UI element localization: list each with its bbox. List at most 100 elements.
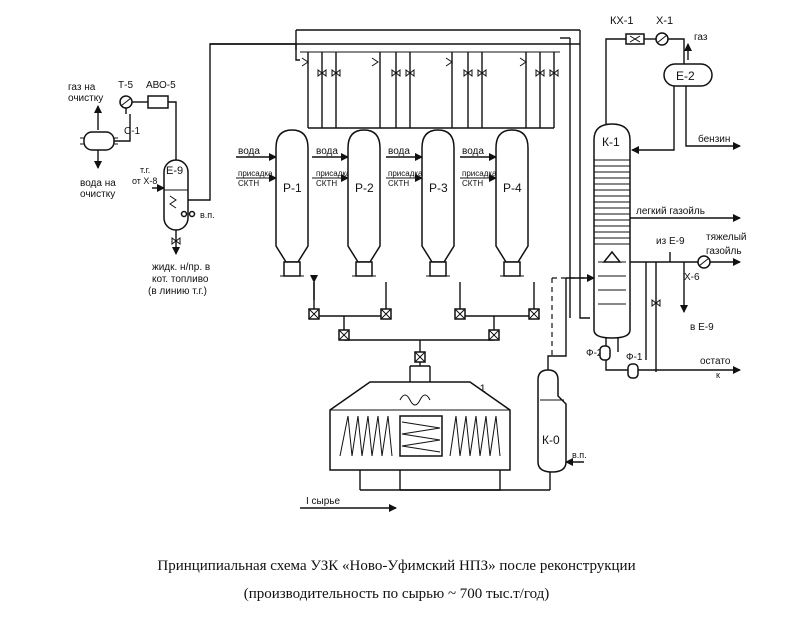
- gas-to-treatment-label-2: очистку: [68, 93, 103, 104]
- gas-to-treatment-label-1: газ на: [68, 82, 96, 93]
- valve-r1-b-icon: [331, 69, 341, 77]
- kx1-label: КХ-1: [610, 15, 634, 27]
- liquid-fuel-label-3: (в линию т.г.): [148, 286, 207, 297]
- r4-water-label: вода: [462, 146, 484, 157]
- tg-label: т.г.: [140, 165, 150, 175]
- vessel-e2: [663, 63, 713, 87]
- r1-additive-label: присадка: [238, 169, 273, 178]
- furnace-left-coil-icon: [339, 415, 393, 457]
- r1-label: Р-1: [283, 181, 302, 195]
- r2-additive-label: присадка: [316, 169, 351, 178]
- furnace-convection-section: [399, 415, 443, 457]
- filter-f2: [599, 345, 611, 361]
- column-k0-group: К-0 в.п.: [537, 278, 587, 473]
- liquid-fuel-label-1: жидк. н/пр. в: [152, 262, 210, 273]
- valve-r3-a-icon: [463, 69, 473, 77]
- residue-label-1: остато: [700, 356, 731, 367]
- reactor-valves-r1: [301, 52, 341, 128]
- vessel-e9-group: т.г. от Х-8 Е-9 в.п. жидк. н/пр. в кот. …: [132, 43, 296, 297]
- caption-subtitle: (производительность по сырью ~ 700 тыс.т…: [243, 586, 550, 602]
- e2-label: Е-2: [676, 69, 695, 83]
- from-e9-label: из Е-9: [656, 236, 685, 247]
- vp-k0-label: в.п.: [572, 450, 587, 460]
- air-cooler-avo5: [147, 95, 169, 109]
- furnace-crossover-icon: [399, 394, 431, 406]
- r4-additive-label: присадка: [462, 169, 497, 178]
- gas-label: газ: [694, 32, 708, 43]
- reactor-r2-group: вода присадка СКТН Р-2: [312, 129, 381, 277]
- water-to-treatment-label-2: очистку: [80, 189, 115, 200]
- k1-trays: [594, 159, 630, 305]
- check-valve-r3-icon: [445, 57, 453, 67]
- column-k1: [593, 123, 631, 339]
- k1-label: К-1: [602, 135, 620, 149]
- separator-c1-group: газ на очистку С-1 вода на очистку: [68, 82, 141, 200]
- reactor-r1-bottom: [283, 261, 301, 277]
- r2-water-label: вода: [316, 146, 338, 157]
- r4-label: Р-4: [503, 181, 522, 195]
- check-valve-r1-icon: [301, 57, 309, 67]
- feed-manifold: [308, 275, 540, 400]
- from-x8-label: от Х-8: [132, 176, 157, 186]
- r4-sktn-label: СКТН: [462, 179, 483, 188]
- r1-water-label: вода: [238, 146, 260, 157]
- r1-sktn-label: СКТН: [238, 179, 259, 188]
- reactor-r4-group: вода присадка СКТН Р-4: [460, 129, 529, 277]
- reactor-valves-r4: [519, 52, 559, 128]
- to-e9-label: в Е-9: [690, 322, 714, 333]
- water-to-treatment-label-1: вода на: [80, 178, 116, 189]
- reactor-r2: [347, 129, 381, 263]
- x6-label: Х-6: [684, 272, 700, 283]
- valve-e9-bottom-icon: [171, 237, 181, 245]
- e9-label: Е-9: [166, 165, 183, 177]
- column-k0: [537, 369, 567, 473]
- air-cooler-kx1-icon: [629, 35, 641, 43]
- caption-title: Принципиальная схема УЗК «Ново-Уфимский …: [157, 558, 636, 574]
- reactor-r4-bottom: [503, 261, 521, 277]
- separator-c1: [83, 131, 115, 151]
- k1-chimney-tray-icon: [602, 250, 622, 263]
- reactor-valves-r3: [445, 52, 487, 128]
- e9-coil-icon: [169, 195, 177, 209]
- residue-label-2: к: [716, 370, 720, 380]
- r2-label: Р-2: [355, 181, 374, 195]
- t5-label: Т-5: [118, 80, 133, 91]
- valve-r4-b-icon: [549, 69, 559, 77]
- r3-water-label: вода: [388, 146, 410, 157]
- feed-label: I сырье: [306, 496, 341, 507]
- k0-label: К-0: [542, 433, 560, 447]
- valve-r1-a-icon: [317, 69, 327, 77]
- vapor-header: [210, 29, 590, 319]
- gasoline-label: бензин: [698, 133, 730, 145]
- furnace-p1-group: П-1: [329, 381, 511, 491]
- r3-sktn-label: СКТН: [388, 179, 409, 188]
- valve-r2-a-icon: [391, 69, 401, 77]
- furnace-convection-coil-icon: [401, 421, 441, 453]
- valve-k1-recycle-icon: [651, 299, 661, 307]
- x1-label: Х-1: [656, 15, 673, 27]
- vp-e9-label: в.п.: [200, 210, 215, 220]
- reactor-r4: [495, 129, 529, 263]
- valve-r3-b-icon: [477, 69, 487, 77]
- reactor-r2-bottom: [355, 261, 373, 277]
- light-gasoil-label: легкий газойль: [636, 206, 705, 217]
- reactor-r1-group: вода присадка СКТН Р-1: [236, 129, 309, 277]
- cooler-t5-group: Т-5 АВО-5: [118, 80, 177, 160]
- f1-label: Ф-1: [626, 352, 643, 363]
- r3-label: Р-3: [429, 181, 448, 195]
- r3-additive-label: присадка: [388, 169, 423, 178]
- avo5-label: АВО-5: [146, 80, 176, 91]
- check-valve-r2-icon: [371, 57, 379, 67]
- reactor-valves-r2: [371, 52, 415, 128]
- check-valve-r4-icon: [519, 57, 527, 67]
- furnace-right-coil-icon: [449, 415, 501, 457]
- reactor-r3: [421, 129, 455, 263]
- liquid-fuel-label-2: кот. топливо: [152, 274, 209, 285]
- filter-f1: [627, 363, 639, 379]
- valve-r4-a-icon: [535, 69, 545, 77]
- reactor-r3-group: вода присадка СКТН Р-3: [386, 129, 455, 277]
- c1-label: С-1: [124, 126, 141, 137]
- heavy-gasoil-label-2: газойль: [706, 246, 742, 257]
- f2-label: Ф-2: [586, 348, 603, 359]
